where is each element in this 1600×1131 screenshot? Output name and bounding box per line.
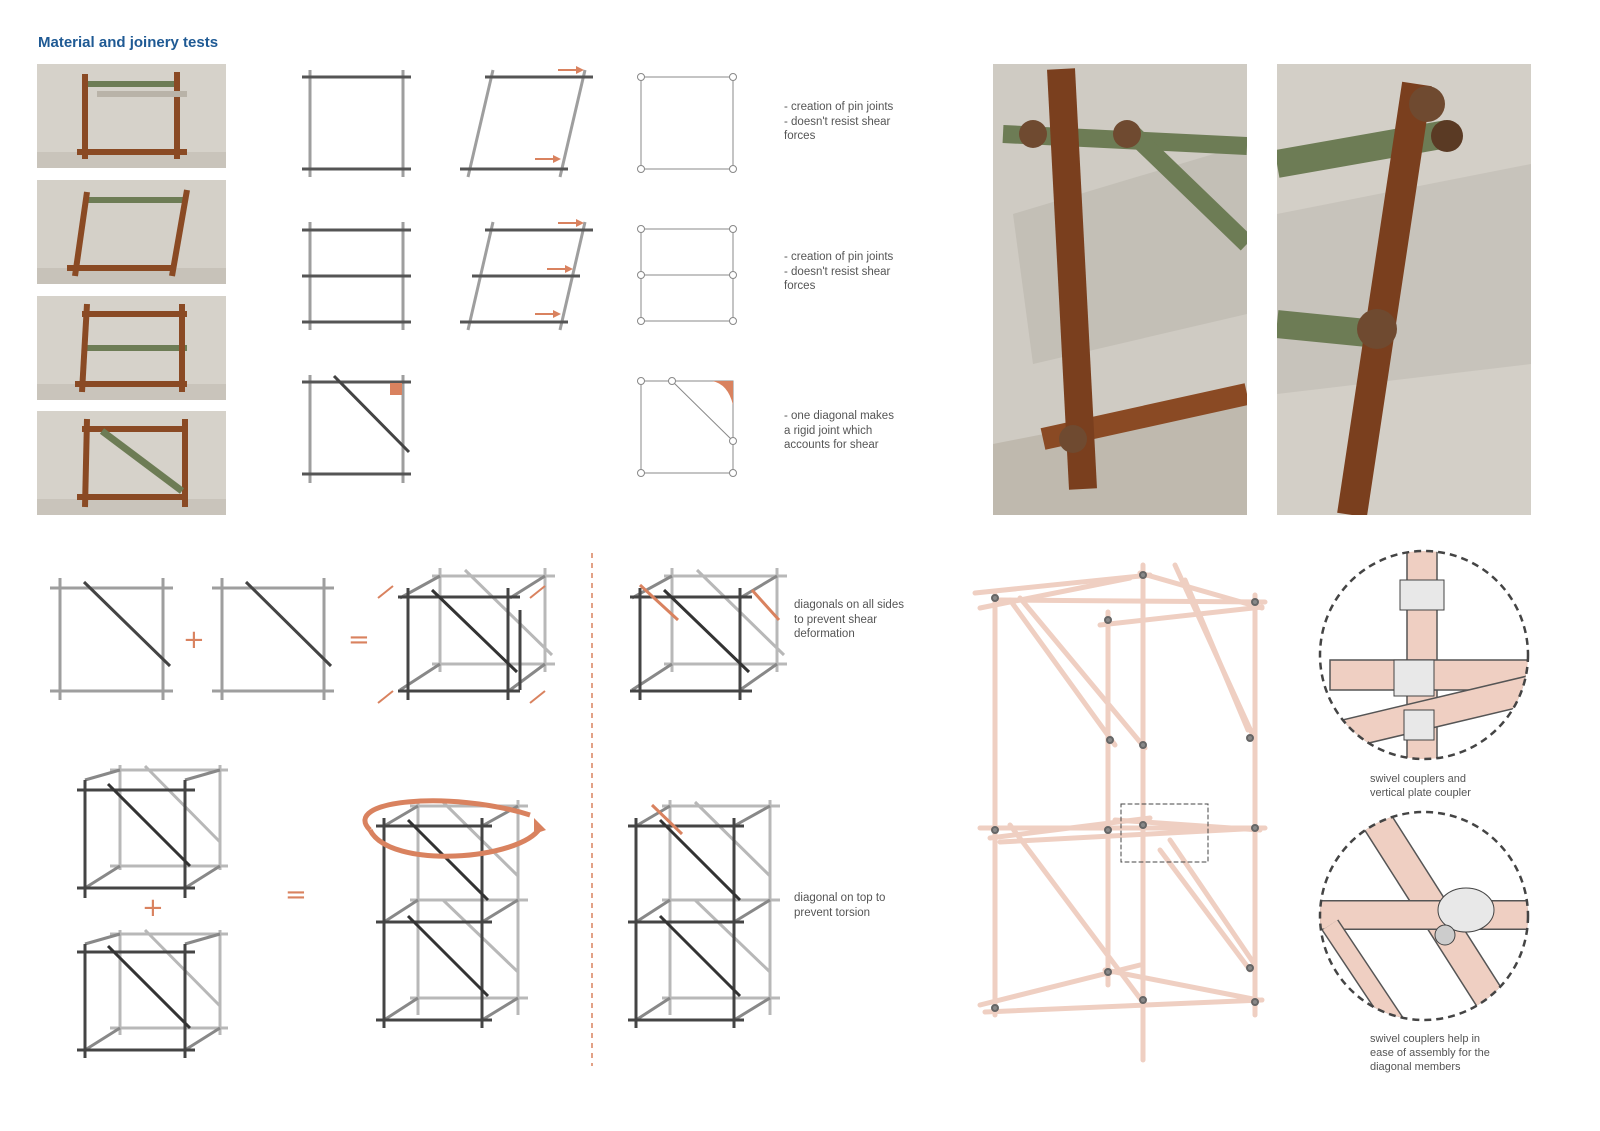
note-diagonals-all-sides: diagonals on all sides to prevent shear … (794, 599, 904, 640)
diagram-pin-model-1 (637, 73, 737, 173)
note-pin-joints-1: - creation of pin joints - doesn't resis… (784, 101, 894, 142)
detail-circle-2 (1318, 810, 1530, 1022)
diagram-frame-double-sheared (460, 219, 593, 331)
caption-detail-2: swivel couplers help in ease of assembly… (1370, 1033, 1490, 1073)
caption-detail-1: swivel couplers and vertical plate coupl… (1370, 773, 1471, 799)
plus-operator-1: + (183, 625, 205, 655)
diagram-frame-sheared (460, 66, 593, 178)
detail-circle-1 (1318, 549, 1530, 761)
diagram-frame-double (302, 222, 411, 330)
photo-test-4 (37, 411, 226, 515)
diagram-cube-lower (77, 928, 228, 1058)
photo-joint-closeup-2 (1277, 64, 1531, 515)
photo-test-2 (37, 180, 226, 284)
note-diagonal-top: diagonal on top to prevent torsion (794, 892, 886, 919)
photo-test-1 (37, 64, 226, 168)
photo-joint-closeup-1 (993, 64, 1247, 515)
photo-test-3 (37, 296, 226, 400)
diagram-cube-braced (630, 568, 787, 700)
note-diagonal-rigid: - one diagonal makes a rigid joint which… (784, 410, 894, 451)
diagram-frame-pin (302, 70, 411, 177)
plus-operator-2: + (142, 893, 164, 923)
diagram-frame-diagonal (302, 374, 411, 483)
diagram-tower-braced (628, 800, 780, 1028)
diagram-tower-torsion (362, 798, 546, 1028)
diagram-pin-model-2 (637, 225, 737, 325)
equals-operator-2: = (285, 880, 307, 910)
diagram-plane-b (212, 578, 334, 700)
diagram-plane-a (50, 578, 173, 700)
page-title: Material and joinery tests (38, 34, 219, 51)
note-pin-joints-2: - creation of pin joints - doesn't resis… (784, 251, 894, 292)
detail-callout-box (1120, 803, 1209, 863)
diagram-rigid-model (637, 377, 737, 477)
scaffold-model (972, 562, 1268, 1063)
diagram-cube-sheared (377, 568, 555, 704)
diagram-cube-upper (77, 764, 228, 898)
equals-operator-1: = (348, 625, 370, 655)
